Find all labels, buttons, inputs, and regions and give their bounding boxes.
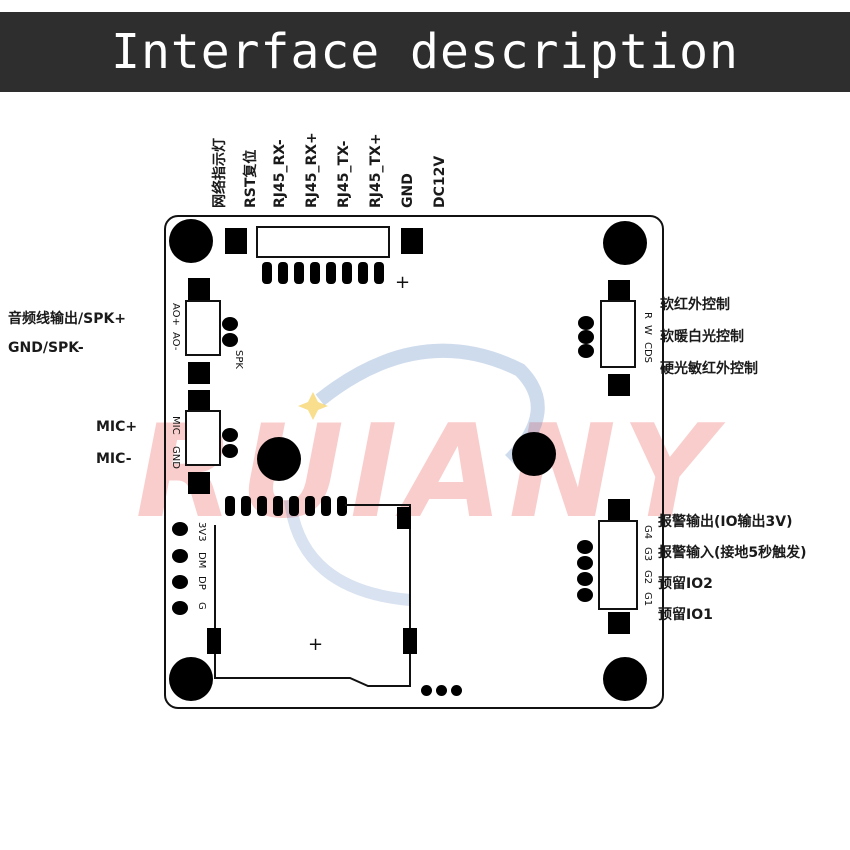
rj45-pin — [358, 262, 368, 284]
pad-ir-top — [608, 280, 630, 302]
usb-pad-g — [172, 601, 188, 615]
mount-hole-bottom-left — [169, 657, 213, 701]
center-hole-right — [512, 432, 556, 476]
label-ir-soft: 软红外控制 — [660, 297, 730, 313]
rj45-pin — [294, 262, 304, 284]
io-pin-2 — [577, 572, 593, 586]
swoosh-star — [298, 392, 328, 420]
label-ir-hard: 硬光敏红外控制 — [660, 361, 758, 377]
module-pin — [257, 496, 267, 516]
label-mic-minus: MIC- — [96, 451, 132, 467]
watermark-swoosh — [284, 343, 545, 606]
bottom-pad-1 — [421, 685, 432, 696]
module-pin — [337, 496, 347, 516]
pad-ir-bottom — [608, 374, 630, 396]
label-io2: 预留IO2 — [658, 576, 713, 592]
ir-control-connector — [600, 300, 636, 368]
spk-pin-2 — [222, 333, 238, 347]
label-mic-plus: MIC+ — [96, 419, 138, 435]
io-pin-3 — [577, 556, 593, 570]
mic-connector — [185, 410, 221, 466]
silk-g1: G1 — [642, 592, 653, 607]
rj45-pin — [278, 262, 288, 284]
module-pin — [321, 496, 331, 516]
pad-io-bottom — [608, 612, 630, 634]
label-spk-minus: GND/SPK- — [8, 340, 84, 356]
pcb-board-outline — [164, 215, 664, 709]
label-spk-plus: 音频线输出/SPK+ — [8, 311, 127, 327]
swoosh-arc-blue — [315, 343, 545, 465]
bottom-pad-3 — [451, 685, 462, 696]
ir-pin-1 — [578, 316, 594, 330]
rj45-pin — [262, 262, 272, 284]
bottom-pad-2 — [436, 685, 447, 696]
pad-dc12v — [401, 228, 423, 254]
mount-hole-top-left — [169, 219, 213, 263]
pad-spk-bottom — [188, 362, 210, 384]
ir-pin-3 — [578, 344, 594, 358]
pad-mic-bottom — [188, 472, 210, 494]
silk-g4: G4 — [642, 525, 653, 540]
ir-pin-2 — [578, 330, 594, 344]
label-warm-white: 软暖白光控制 — [660, 329, 744, 345]
header-bar: Interface description — [0, 12, 850, 92]
io-pin-4 — [577, 540, 593, 554]
usb-pad-dp — [172, 575, 188, 589]
module-pin — [289, 496, 299, 516]
spk-pin-1 — [222, 317, 238, 331]
polarity-plus-module: + — [308, 634, 324, 655]
label-io1: 预留IO1 — [658, 607, 713, 623]
module-pad-right — [403, 628, 417, 654]
label-alarm-out: 报警输出(IO输出3V) — [658, 514, 793, 530]
mic-pin-2 — [222, 444, 238, 458]
module-pad-top-right — [397, 507, 411, 529]
silk-w: W — [642, 325, 653, 335]
rj45-pin — [342, 262, 352, 284]
io-connector — [598, 520, 638, 610]
rj45-pin — [374, 262, 384, 284]
swoosh-arc-blue-lower — [284, 499, 411, 606]
silk-g2: G2 — [642, 570, 653, 585]
module-pin — [273, 496, 283, 516]
usb-pad-dm — [172, 549, 188, 563]
mount-hole-bottom-right — [603, 657, 647, 701]
module-pad-left — [207, 628, 221, 654]
pad-io-top — [608, 499, 630, 521]
label-alarm-in: 报警输入(接地5秒触发) — [658, 545, 807, 561]
pad-spk-top — [188, 278, 210, 300]
module-pin — [305, 496, 315, 516]
io-pin-1 — [577, 588, 593, 602]
module-pin — [241, 496, 251, 516]
spk-connector — [185, 300, 221, 356]
usb-pad-3v3 — [172, 522, 188, 536]
polarity-plus-top: + — [395, 272, 411, 293]
mount-hole-top-right — [603, 221, 647, 265]
mic-pin-1 — [222, 428, 238, 442]
rj45-pin — [326, 262, 336, 284]
rj45-connector-body — [256, 226, 390, 258]
silk-g3: G3 — [642, 547, 653, 562]
module-pin — [225, 496, 235, 516]
page-title: Interface description — [111, 24, 739, 80]
pad-mic-top — [188, 390, 210, 412]
silk-r: R — [642, 312, 653, 319]
rj45-pin — [310, 262, 320, 284]
center-hole-left — [257, 437, 301, 481]
silk-cds: CDS — [642, 342, 653, 364]
pad-network-led — [225, 228, 247, 254]
